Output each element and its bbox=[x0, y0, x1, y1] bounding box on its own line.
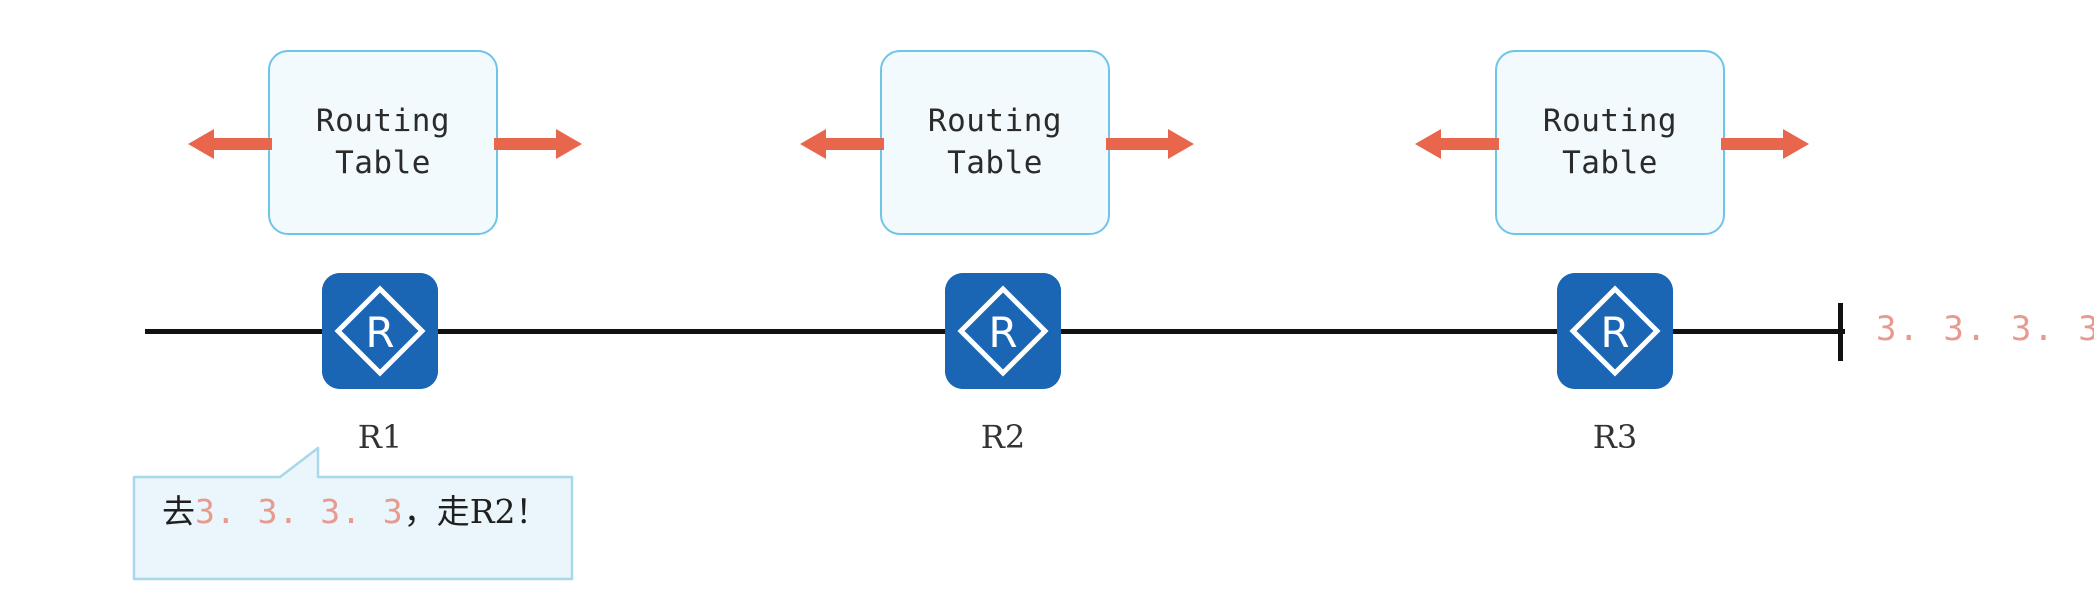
callout-prefix: 去 bbox=[162, 492, 195, 531]
callout-suffix-cn: 走 bbox=[436, 492, 470, 531]
router-label-r3: R3 bbox=[1592, 418, 1638, 456]
callout-exclamation: ！ bbox=[515, 492, 549, 531]
callout-separator: ， bbox=[403, 492, 437, 531]
arrow-left-icon-r1 bbox=[188, 126, 272, 162]
routing-table-label: Routing Table bbox=[927, 102, 1063, 181]
arrow-right-icon-r1 bbox=[494, 126, 582, 162]
arrow-right-icon-r3 bbox=[1721, 126, 1809, 162]
router-icon-r3[interactable]: R bbox=[1557, 273, 1673, 389]
routing-table-label: Routing Table bbox=[315, 102, 451, 181]
callout-text: 去3. 3. 3. 3，走R2！ bbox=[162, 495, 562, 528]
svg-text:R: R bbox=[988, 308, 1017, 357]
routing-table-box-r2[interactable]: Routing Table bbox=[880, 50, 1110, 235]
endpoint-ip-label: 3. 3. 3. 3 bbox=[1876, 309, 2094, 349]
router-label-r2: R2 bbox=[980, 418, 1026, 456]
routing-table-box-r1[interactable]: Routing Table bbox=[268, 50, 498, 235]
router-icon-r1[interactable]: R bbox=[322, 273, 438, 389]
router-icon-r2[interactable]: R bbox=[945, 273, 1061, 389]
arrow-right-icon-r2 bbox=[1106, 126, 1194, 162]
routing-table-box-r3[interactable]: Routing Table bbox=[1495, 50, 1725, 235]
svg-text:R: R bbox=[1600, 308, 1629, 357]
callout-shape bbox=[132, 446, 574, 581]
routing-table-label: Routing Table bbox=[1542, 102, 1678, 181]
line-end-cap-icon bbox=[1838, 303, 1843, 361]
callout-suffix-target: R2 bbox=[469, 492, 516, 531]
svg-text:R: R bbox=[365, 308, 394, 357]
arrow-left-icon-r2 bbox=[800, 126, 884, 162]
callout-ip: 3. 3. 3. 3 bbox=[195, 492, 404, 531]
router-label-r1: R1 bbox=[357, 418, 403, 456]
arrow-left-icon-r3 bbox=[1415, 126, 1499, 162]
callout-bubble[interactable]: 去3. 3. 3. 3，走R2！ bbox=[128, 440, 578, 585]
